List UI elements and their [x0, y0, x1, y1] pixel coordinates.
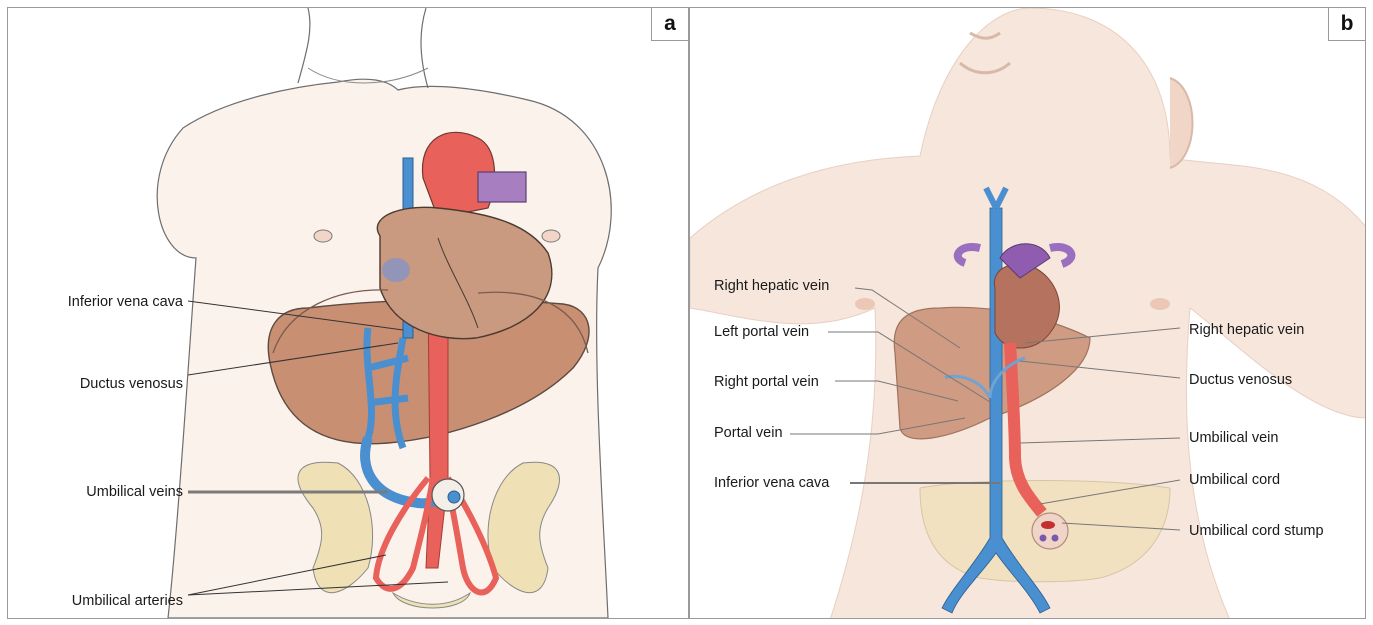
panel-b: b Right hepatic vein Left portal vein Ri… — [689, 7, 1366, 619]
label-umbilical-arteries: Umbilical arteries — [72, 592, 183, 610]
stump-artery-2 — [1052, 535, 1059, 542]
label-left-portal-vein: Left portal vein — [714, 323, 809, 341]
left-nipple — [314, 230, 332, 242]
label-portal-vein: Portal vein — [714, 424, 783, 442]
label-right-portal-vein: Right portal vein — [714, 373, 819, 391]
panel-letter-a: a — [651, 8, 688, 41]
stump-artery-1 — [1040, 535, 1047, 542]
label-umbilical-vein-b: Umbilical vein — [1189, 429, 1278, 447]
fetal-circulation-illustration-a — [8, 8, 689, 619]
label-ductus-venosus-b: Ductus venosus — [1189, 371, 1292, 389]
panel-a: a Inferior vena cava Ductus venosus Umbi… — [7, 7, 689, 619]
left-nipple-b — [855, 298, 875, 310]
baby-ear — [1170, 78, 1193, 168]
right-nipple-b — [1150, 298, 1170, 310]
right-nipple — [542, 230, 560, 242]
panel-letter-b: b — [1328, 8, 1365, 41]
label-umbilical-cord-b: Umbilical cord — [1189, 471, 1280, 489]
label-umbilical-veins: Umbilical veins — [86, 483, 183, 501]
umbilical-cord-stump-b — [1032, 513, 1068, 549]
umbilicus-vessel — [448, 491, 460, 503]
label-ductus-venosus: Ductus venosus — [80, 375, 183, 393]
pulmonary-artery — [478, 172, 526, 202]
right-atrium-shade — [382, 258, 410, 282]
stump-vein — [1041, 521, 1055, 529]
label-right-hepatic-vein-left: Right hepatic vein — [714, 277, 829, 295]
label-inferior-vena-cava: Inferior vena cava — [68, 293, 183, 311]
label-right-hepatic-vein-right: Right hepatic vein — [1189, 321, 1304, 339]
label-inferior-vena-cava-b: Inferior vena cava — [714, 474, 829, 492]
label-umbilical-cord-stump-b: Umbilical cord stump — [1189, 522, 1324, 540]
